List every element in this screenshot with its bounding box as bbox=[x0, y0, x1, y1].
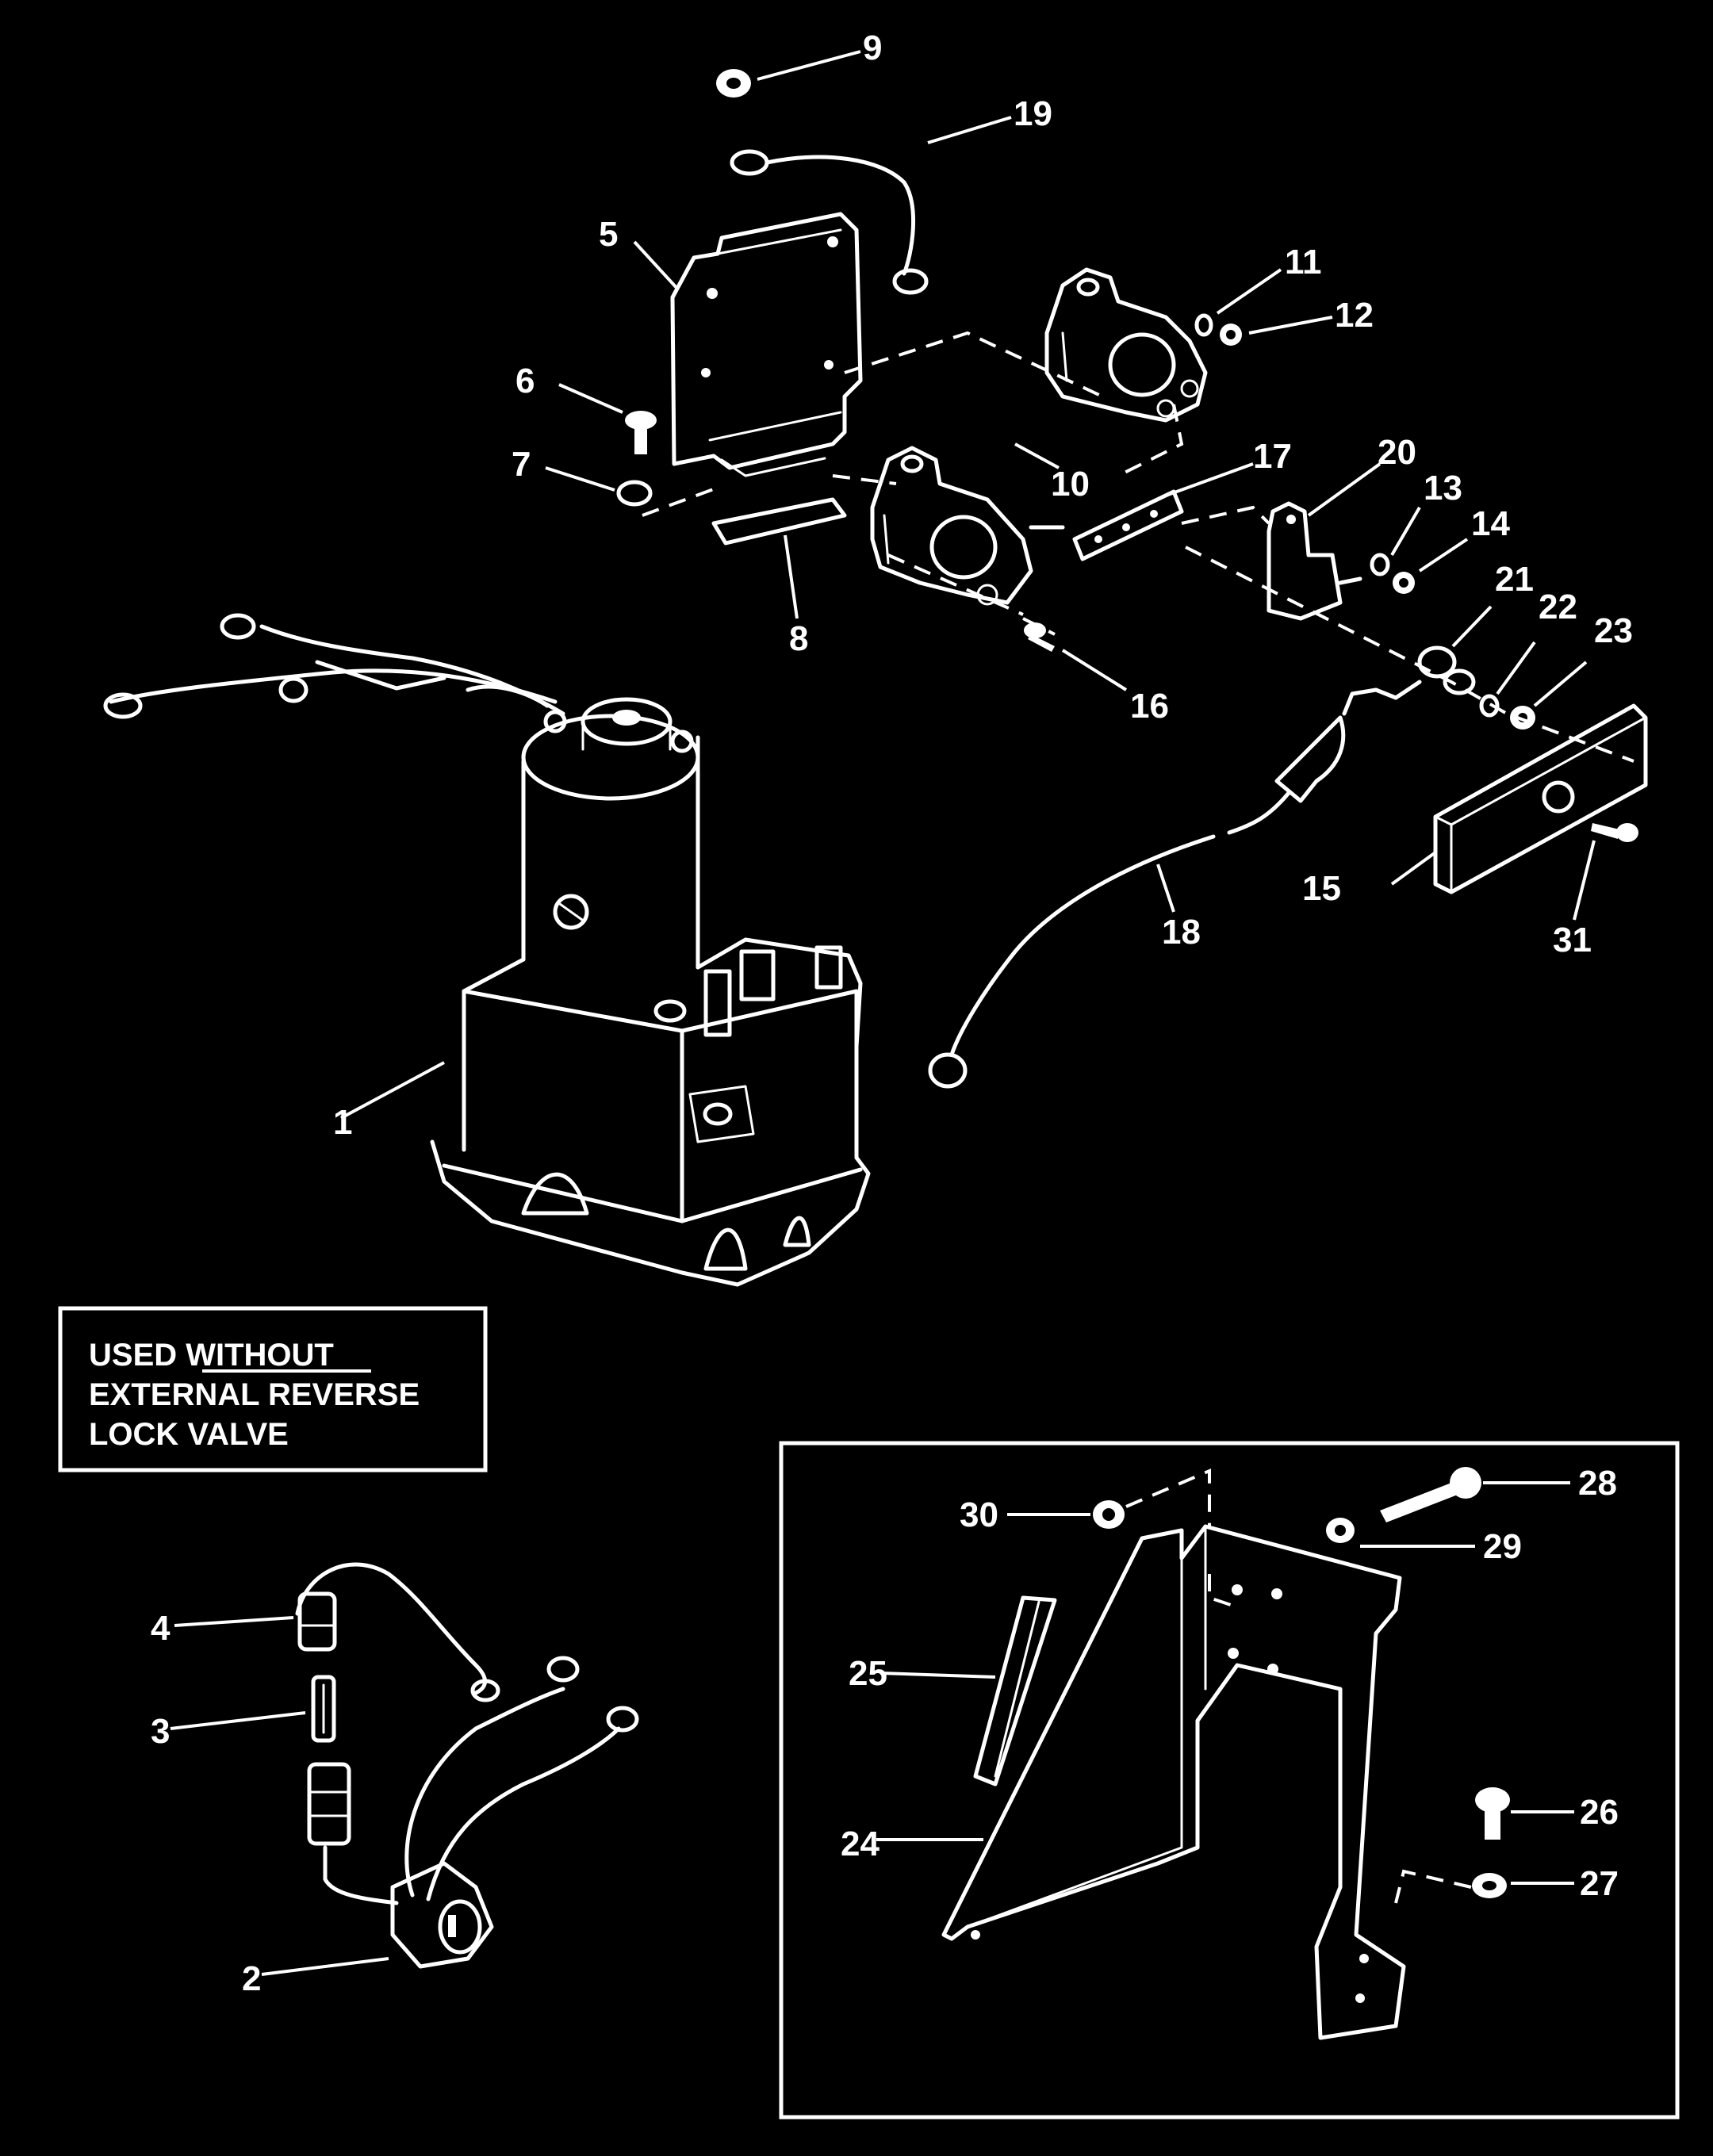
note-line-2: EXTERNAL REVERSE bbox=[89, 1377, 420, 1412]
callout-24: 24 bbox=[841, 1825, 879, 1863]
callout-labels: 9 19 5 11 12 6 7 10 17 20 13 14 21 22 23… bbox=[151, 29, 1633, 1998]
part-24-mounting-bracket bbox=[876, 1524, 1406, 2040]
part-2-switch bbox=[261, 1656, 639, 1976]
callout-5: 5 bbox=[599, 215, 618, 254]
callout-16: 16 bbox=[1130, 687, 1169, 726]
callout-23: 23 bbox=[1594, 611, 1633, 650]
part-10-solenoid-upper bbox=[1044, 267, 1208, 423]
part-18-cable bbox=[928, 668, 1476, 1089]
inset-bracket-box bbox=[779, 1441, 1680, 2120]
callout-21: 21 bbox=[1495, 560, 1534, 599]
part-4-fuse-holder-cap bbox=[174, 1562, 500, 1702]
part-11-lockwasher bbox=[1194, 268, 1282, 337]
part-27-washer bbox=[1394, 1869, 1574, 1904]
callout-25: 25 bbox=[849, 1654, 887, 1693]
part-12-nut bbox=[1220, 316, 1333, 346]
callout-15: 15 bbox=[1302, 869, 1341, 908]
part-21-flat-washer bbox=[1417, 605, 1493, 679]
callout-19: 19 bbox=[1014, 94, 1052, 133]
callout-12: 12 bbox=[1335, 296, 1374, 335]
part-26-bolt bbox=[1475, 1787, 1574, 1840]
part-17-link-plate bbox=[1072, 462, 1254, 561]
callout-1: 1 bbox=[333, 1103, 352, 1142]
note-line-3: LOCK VALVE bbox=[89, 1417, 289, 1452]
callout-17: 17 bbox=[1253, 437, 1292, 476]
part-13-washer bbox=[1370, 506, 1421, 576]
part-7-washer bbox=[545, 466, 653, 507]
callout-18: 18 bbox=[1162, 913, 1201, 952]
callout-22: 22 bbox=[1539, 588, 1577, 626]
callout-6: 6 bbox=[515, 362, 535, 400]
part-22-lockwasher bbox=[1479, 641, 1536, 718]
callout-31: 31 bbox=[1553, 921, 1592, 959]
part-25-spacer-strip bbox=[879, 1595, 1057, 1786]
part-16-screw bbox=[1024, 622, 1128, 691]
callout-11: 11 bbox=[1285, 243, 1322, 281]
callout-28: 28 bbox=[1578, 1464, 1617, 1503]
callout-30: 30 bbox=[960, 1495, 998, 1534]
callout-2: 2 bbox=[242, 1959, 261, 1998]
assembly-dashed-lines bbox=[642, 331, 1634, 763]
callout-13: 13 bbox=[1424, 469, 1462, 507]
part-10-solenoid-lower bbox=[870, 442, 1065, 606]
callout-4: 4 bbox=[151, 1609, 171, 1648]
callout-7: 7 bbox=[512, 445, 531, 484]
callout-3: 3 bbox=[151, 1712, 170, 1751]
callout-8: 8 bbox=[789, 619, 808, 658]
part-3-fuse bbox=[170, 1675, 336, 1743]
part-19-ground-cable bbox=[730, 116, 1012, 295]
callout-20: 20 bbox=[1378, 433, 1416, 472]
part-8-strap bbox=[711, 497, 847, 619]
callout-10: 10 bbox=[1051, 465, 1090, 504]
callout-26: 26 bbox=[1580, 1793, 1619, 1832]
callout-27: 27 bbox=[1580, 1864, 1619, 1903]
part-14-nut bbox=[1393, 538, 1469, 594]
part-9-nut bbox=[716, 50, 861, 98]
part-30-nut bbox=[1007, 1468, 1211, 1529]
callout-9: 9 bbox=[863, 29, 882, 67]
part-6-screw bbox=[558, 383, 657, 454]
note-box: USED WITHOUT EXTERNAL REVERSE LOCK VALVE bbox=[58, 1306, 488, 1472]
part-28-bolt bbox=[1380, 1467, 1570, 1522]
part-20-terminal-block bbox=[1267, 462, 1382, 621]
callout-14: 14 bbox=[1471, 504, 1510, 543]
part-5-bracket bbox=[633, 212, 863, 477]
callout-29: 29 bbox=[1483, 1527, 1522, 1566]
note-line-1: USED WITHOUT bbox=[89, 1338, 334, 1373]
part-15-plate bbox=[1390, 703, 1648, 894]
part-31-screw bbox=[1573, 823, 1638, 921]
part-1-pump-motor bbox=[103, 613, 871, 1287]
part-29-washer bbox=[1208, 1518, 1475, 1607]
